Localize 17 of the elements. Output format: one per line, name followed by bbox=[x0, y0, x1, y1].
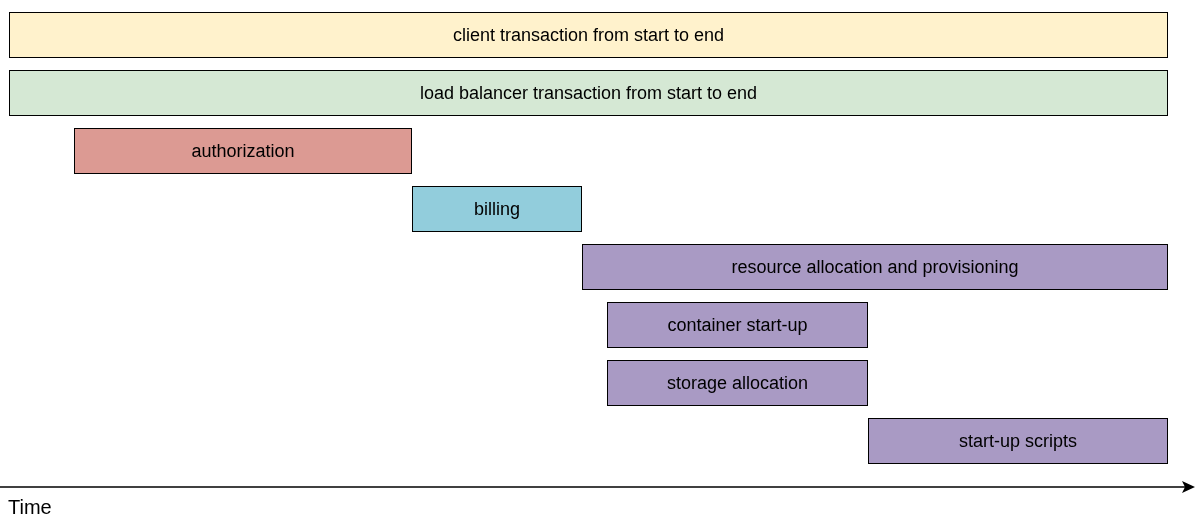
bar-label: storage allocation bbox=[666, 372, 809, 394]
timeline-bar bbox=[412, 186, 582, 232]
timeline-bar bbox=[582, 244, 1168, 290]
timeline-bar bbox=[9, 70, 1168, 116]
timeline-bar bbox=[868, 418, 1168, 464]
timeline-bar bbox=[607, 302, 868, 348]
bar-label: client transaction from start to end bbox=[452, 24, 725, 46]
bar-label: load balancer transaction from start to end bbox=[419, 82, 758, 104]
bar-label: container start-up bbox=[667, 314, 808, 336]
axis-label: Time bbox=[8, 496, 52, 519]
timeline-bar bbox=[607, 360, 868, 406]
bar-label: billing bbox=[474, 198, 520, 220]
timeline-bar bbox=[9, 12, 1168, 58]
bar-label: resource allocation and provisioning bbox=[731, 256, 1019, 278]
bar-label: start-up scripts bbox=[959, 430, 1077, 452]
timeline-bar bbox=[74, 128, 412, 174]
bar-label: authorization bbox=[191, 140, 295, 162]
